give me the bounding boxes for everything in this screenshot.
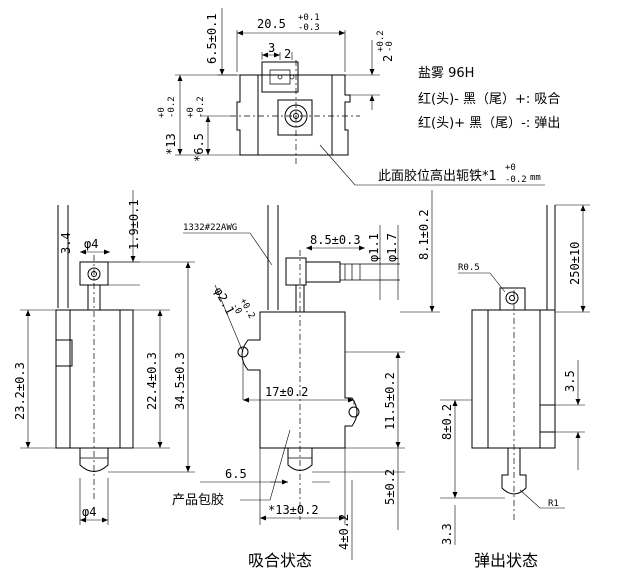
center-view: 1332#22AWG 8.5±0.3 φ1.1 φ1.7 8.1±0.2 φ2.… [172,190,440,570]
dim-2: 2 [284,47,291,61]
right-view-wire [546,205,556,310]
left-view-tab [56,339,73,367]
svg-text:-0.2: -0.2 [196,96,206,118]
dim-3-5: 3.5 [563,370,577,392]
svg-text:+0: +0 [505,163,516,173]
dim-r0-5: R0.5 [458,263,480,273]
dim-22-4: 22.4±0.3 [145,352,159,410]
dim-17: 17±0.2 [265,385,308,399]
top-view-terminal [261,61,299,93]
dim-13-center: *13±0.2 [268,503,319,517]
dim-34-5: 34.5±0.3 [173,352,187,410]
svg-text:+0: +0 [157,107,167,118]
dim-23-2: 23.2±0.3 [13,362,27,420]
svg-text:+0.2: +0.2 [376,30,386,52]
left-view-body [55,309,134,449]
dim-2-right: 2 [381,55,395,62]
center-view-mount-right [348,406,360,418]
right-view-plunger [501,448,527,495]
svg-text:-0: -0 [385,41,395,52]
dim-phi1-7: φ1.7 [385,233,399,262]
dim-phi4-top: φ4 [84,237,98,251]
dim-r1: R1 [548,499,559,509]
polarity-note-1: 红(头)- 黑（尾）+: 吸合 [418,91,560,107]
top-view-centerlines [230,60,360,165]
dim-20-5: 20.5 [257,17,286,31]
right-view-tab [539,404,555,433]
dim-250: 250±10 [568,242,582,285]
right-view-body [471,309,556,449]
notes: 盐雾 96H 红(头)- 黑（尾）+: 吸合 红(头)+ 黑（尾）-: 弹出 此… [378,66,560,185]
center-view-body [241,311,358,449]
label-product-overmold: 产品包胶 [172,492,224,508]
dim-11-5: 11.5±0.2 [383,372,397,430]
center-view-terminal [285,257,307,286]
right-view: R0.5 250±10 3.5 8±0.2 R1 3.3 弹出状态 [440,204,590,570]
right-view-terminal [499,287,526,311]
top-view: 20.5 +0.1 -0.3 6.5±0.1 3 2 2 +0.2 -0 *13… [157,8,545,186]
svg-text:-0.3: -0.3 [298,23,320,33]
dim-3-3: 3.3 [440,523,454,545]
dim-1-9: 1.9±0.1 [127,199,141,250]
dim-6-5-left: *6.5 [192,133,206,162]
dim-8: 8±0.2 [440,404,454,440]
polarity-note-2: 红(头)+ 黑（尾）-: 弹出 [418,115,560,131]
dim-phi4-bottom: φ4 [82,505,96,519]
svg-text:-0.2: -0.2 [167,96,177,118]
center-view-wire [267,205,279,310]
dim-8-1: 8.1±0.2 [417,209,431,260]
surface-note: 此面胶位高出轭铁*1 [378,168,497,184]
top-view-terminal-inner [269,69,291,85]
dim-4: 4±0.2 [337,514,351,550]
svg-text:-0: -0 [229,302,243,316]
svg-text:+0: +0 [186,107,196,118]
svg-text:+0.1: +0.1 [298,13,320,23]
center-view-mount-left [237,346,249,358]
dim-3: 3 [268,41,275,55]
dim-3-4: 3.4 [59,232,73,254]
svg-text:mm: mm [530,173,541,183]
dim-5: 5±0.2 [383,469,397,505]
wire-label: 1332#22AWG [183,223,237,233]
dim-phi1-1: φ1.1 [367,233,381,262]
svg-text:-0.2: -0.2 [505,175,527,185]
dim-13-left: *13 [164,133,178,155]
top-view-hub [277,99,313,136]
dim-8-5: 8.5±0.3 [310,233,361,247]
top-view-inner-edges [257,75,333,155]
left-view: 3.4 φ4 1.9±0.1 23.2±0.3 22.4±0.3 34.5±0.… [13,190,195,525]
dim-6-5-top: 6.5±0.1 [205,13,219,64]
dim-6-5-center: 6.5 [225,467,247,481]
left-view-wire [57,205,69,308]
salt-spray-note: 盐雾 96H [418,66,474,81]
top-view-body [236,74,351,156]
title-pull-in-state: 吸合状态 [248,551,312,570]
title-push-out-state: 弹出状态 [474,551,538,570]
left-view-plunger [79,448,109,472]
